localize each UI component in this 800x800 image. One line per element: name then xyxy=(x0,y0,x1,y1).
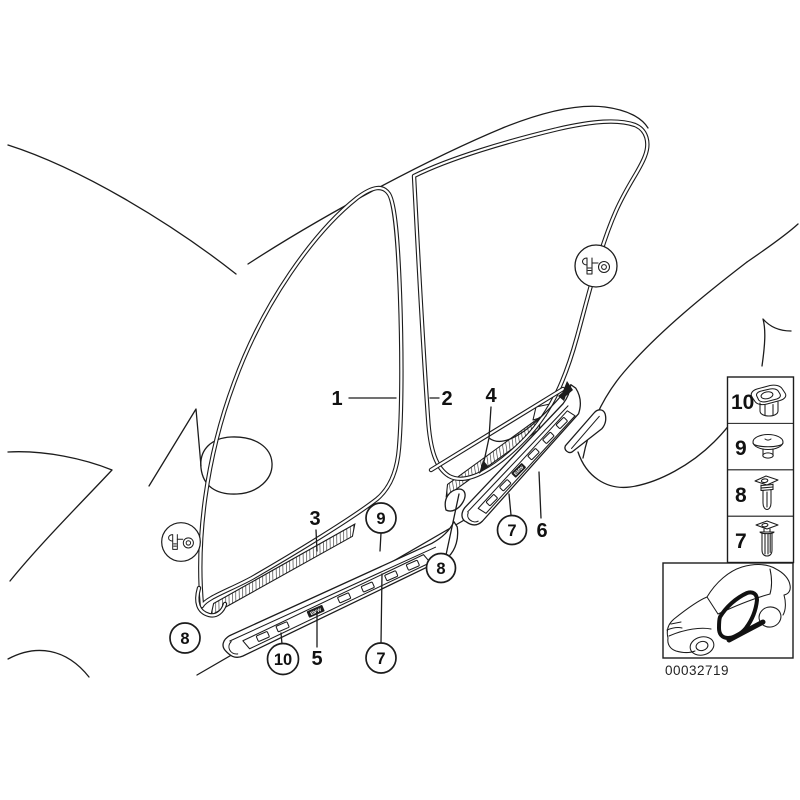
legend-number-10: 10 xyxy=(731,391,754,414)
round-rivet-clip-icon xyxy=(752,433,784,459)
a-pillar-sketch-line xyxy=(7,144,237,275)
leader-4-arrowhead-upper xyxy=(558,387,569,401)
callout-6: 6 xyxy=(536,520,547,542)
circled-callout-8-left: 8 xyxy=(169,622,201,654)
roofline-sketch xyxy=(247,105,649,265)
rear-fender-line xyxy=(582,261,748,459)
svg-text:8: 8 xyxy=(436,560,445,578)
clip-slots xyxy=(485,417,568,507)
cowl-lines xyxy=(148,408,202,487)
front-sill-edge-protector-strip xyxy=(210,523,356,617)
sill-badge-front xyxy=(306,605,325,618)
callout-1: 1 xyxy=(331,388,342,410)
clip-slots xyxy=(255,559,420,642)
leader-8-right xyxy=(445,493,460,556)
expanding-rivet-icon xyxy=(755,520,779,557)
rear-bumper-notch xyxy=(761,318,792,367)
legend-number-9: 9 xyxy=(735,437,747,460)
svg-text:8: 8 xyxy=(180,630,189,648)
circled-callout-8-right: 8 xyxy=(425,552,457,584)
leader-4-arrowhead-lower xyxy=(479,460,488,474)
callout-4: 4 xyxy=(485,385,497,407)
circled-callout-7-rear: 7 xyxy=(496,514,528,546)
seal-cross-section-detail-front xyxy=(161,522,201,562)
rear-sill-end-cap xyxy=(564,409,607,454)
callout-3: 3 xyxy=(309,508,320,530)
leader-9 xyxy=(379,532,382,552)
callout-5: 5 xyxy=(311,648,322,670)
expanding-clip-icon xyxy=(754,475,779,511)
legend-number-8: 8 xyxy=(735,484,747,507)
rear-wheel-arch xyxy=(577,417,735,489)
circled-callout-9: 9 xyxy=(365,502,397,534)
leader-7-rear xyxy=(508,493,512,516)
leader-3 xyxy=(315,529,318,552)
circled-callouts: 9 8 10 7 7 8 xyxy=(169,502,528,676)
trunk-line xyxy=(746,223,799,263)
fastener-legend: 10 9 8 7 xyxy=(726,376,795,564)
leader-7-front xyxy=(380,573,383,644)
leader-6 xyxy=(538,471,542,519)
rear-door-edge-protection xyxy=(411,119,650,481)
grommet-nut-icon xyxy=(750,384,787,417)
svg-text:7: 7 xyxy=(507,522,516,540)
plain-callouts: 1 2 3 4 5 6 xyxy=(309,385,547,670)
door-area-highlight xyxy=(717,590,766,643)
leader-10 xyxy=(280,632,283,645)
sill-badge-front-text: BMW xyxy=(310,607,323,616)
svg-text:7: 7 xyxy=(376,650,385,668)
seal-cross-section-detail-rear xyxy=(574,244,618,288)
svg-text:9: 9 xyxy=(376,510,385,528)
diagram-part-number: 00032719 xyxy=(665,663,729,678)
mirror-wedge-lines xyxy=(7,451,113,582)
front-wheel-arch xyxy=(7,649,90,678)
leader-lines xyxy=(280,387,569,648)
circled-callout-7-front: 7 xyxy=(365,642,397,674)
front-door-edge-protection xyxy=(195,185,404,618)
circled-callout-10: 10 xyxy=(266,642,300,676)
sill-badge-rear xyxy=(511,463,526,478)
car-thumbnail xyxy=(666,564,791,656)
callout-2: 2 xyxy=(441,388,452,410)
legend-number-7: 7 xyxy=(735,530,747,553)
location-thumbnail: 00032719 xyxy=(662,562,794,678)
svg-text:10: 10 xyxy=(274,651,292,669)
rear-door-sill-strip: BMW xyxy=(461,383,581,526)
